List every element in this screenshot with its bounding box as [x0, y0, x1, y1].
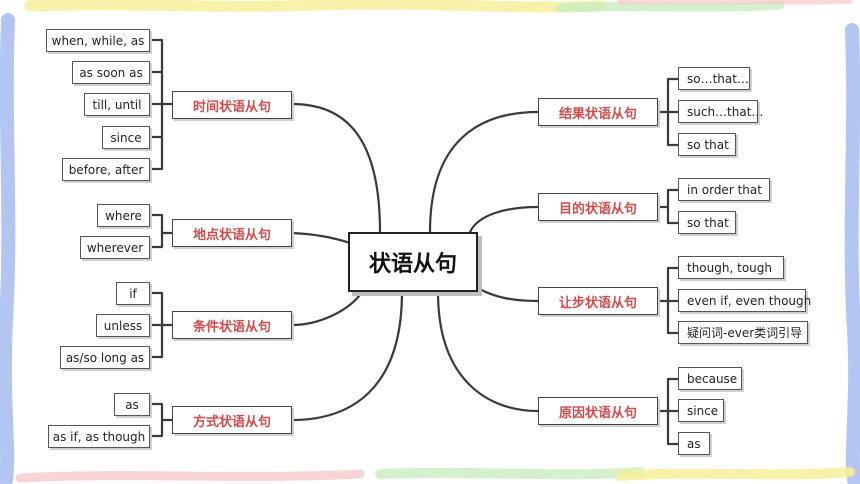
category-place: 地点状语从句: [172, 219, 292, 247]
leaf-time-till-until: till, until: [84, 93, 150, 116]
link-center-place: [290, 231, 352, 245]
leaf-time-since: since: [102, 126, 150, 149]
leaf-purpose-in-order-that: in order that: [678, 178, 770, 201]
category-concession: 让步状语从句: [538, 287, 658, 315]
deco-right-blue: [844, 23, 860, 484]
leaf-concession-even-if-even-though: even if, even though: [678, 289, 811, 312]
deco-bottom-pink: [15, 469, 365, 483]
leaf-condition-if: if: [116, 282, 150, 305]
deco-bottom-green: [375, 467, 645, 480]
leaf-condition-as-so-long-as: as/so long as: [60, 346, 150, 369]
leaf-result-such-that: such…that…: [678, 100, 763, 123]
link-center-time: [290, 102, 382, 234]
leaf-concession-ever-words: 疑问词-ever类词引导: [678, 321, 808, 344]
category-result: 结果状语从句: [538, 98, 658, 126]
leaf-reason-as: as: [678, 432, 710, 455]
leaf-time-before-after: before, after: [62, 158, 150, 181]
deco-left-blue: [0, 13, 16, 484]
link-center-reason: [436, 290, 540, 413]
bracket-reason: [656, 377, 680, 446]
leaf-purpose-so-that: so that: [678, 211, 736, 234]
leaf-place-where: where: [97, 204, 150, 227]
bracket-result: [656, 77, 680, 147]
link-center-concession: [476, 286, 540, 303]
category-purpose: 目的状语从句: [538, 193, 658, 221]
leaf-manner-as: as: [114, 393, 150, 416]
leaf-time-when-while-as: when, while, as: [46, 29, 150, 52]
category-manner: 方式状语从句: [172, 406, 292, 434]
leaf-place-wherever: wherever: [80, 236, 150, 259]
bracket-condition: [148, 291, 174, 359]
link-center-condition: [290, 290, 364, 327]
center-node: 状语从句: [348, 232, 478, 292]
leaf-reason-because: because: [678, 367, 742, 390]
category-time: 时间状语从句: [172, 91, 292, 119]
deco-bottom-yellow: [615, 467, 855, 481]
category-reason: 原因状语从句: [538, 397, 658, 425]
deco-top-green: [555, 0, 785, 13]
leaf-reason-since: since: [678, 399, 724, 422]
bracket-concession: [656, 266, 680, 335]
leaf-time-as-soon-as: as soon as: [72, 61, 150, 84]
deco-top-yellow: [24, 0, 606, 13]
bracket-place: [148, 213, 174, 249]
leaf-result-so-that-2: so that: [678, 133, 736, 156]
link-center-purpose: [468, 205, 540, 234]
leaf-manner-as-if-as-though: as if, as though: [48, 425, 150, 448]
link-center-manner: [290, 290, 404, 422]
leaf-condition-unless: unless: [96, 314, 150, 337]
deco-top-pink: [617, 0, 853, 5]
bracket-purpose: [656, 188, 680, 225]
category-condition: 条件状语从句: [172, 311, 292, 339]
leaf-result-so-that: so…that…: [678, 67, 750, 90]
leaf-concession-though-tough: though, tough: [678, 256, 784, 279]
bracket-manner: [148, 402, 174, 438]
link-center-result: [428, 110, 540, 234]
bracket-time: [148, 38, 174, 171]
